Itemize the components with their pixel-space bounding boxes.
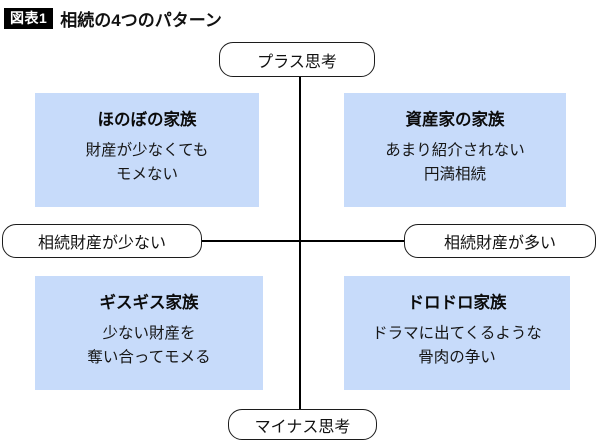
- quadrant-text-line: 財産が少なくても: [85, 142, 209, 159]
- quadrant-text-line: 円満相続: [423, 166, 486, 184]
- figure-title: 相続の4つのパターン: [60, 11, 222, 30]
- page-title: 図表1 相続の4つのパターン: [4, 6, 222, 31]
- quadrant-text-line: 骨肉の争い: [418, 349, 496, 367]
- quadrant-title: ほのぼの家族: [97, 111, 197, 129]
- quadrant-title: ギスギス家族: [99, 294, 199, 312]
- quadrant-text-line: 奪い合ってモメる: [87, 349, 211, 367]
- quadrant-text-line: ドラマに出てくるような: [372, 325, 542, 342]
- quadrant-text-line: 少ない財産を: [102, 325, 196, 342]
- quadrant-title: 資産家の家族: [405, 111, 505, 129]
- horizontal-axis-line: [200, 240, 406, 242]
- axis-label-small-estate: 相続財産が少ない: [2, 224, 202, 258]
- quadrant-title: ドロドロ家族: [407, 294, 507, 312]
- axis-label-plus-thinking: プラス思考: [219, 42, 375, 77]
- figure-number-badge: 図表1: [4, 8, 54, 29]
- axis-label-large-estate: 相続財産が多い: [404, 224, 596, 258]
- quadrant-top-right: 資産家の家族 あまり紹介されない 円満相続: [344, 93, 566, 207]
- axis-label-minus-thinking: マイナス思考: [228, 409, 377, 440]
- quadrant-bottom-right: ドロドロ家族 ドラマに出てくるような 骨肉の争い: [344, 276, 570, 390]
- quadrant-text-line: モメない: [115, 166, 178, 184]
- quadrant-top-left: ほのぼの家族 財産が少なくても モメない: [35, 93, 259, 207]
- quadrant-bottom-left: ギスギス家族 少ない財産を 奪い合ってモメる: [35, 276, 263, 390]
- quadrant-text-line: あまり紹介されない: [385, 142, 525, 159]
